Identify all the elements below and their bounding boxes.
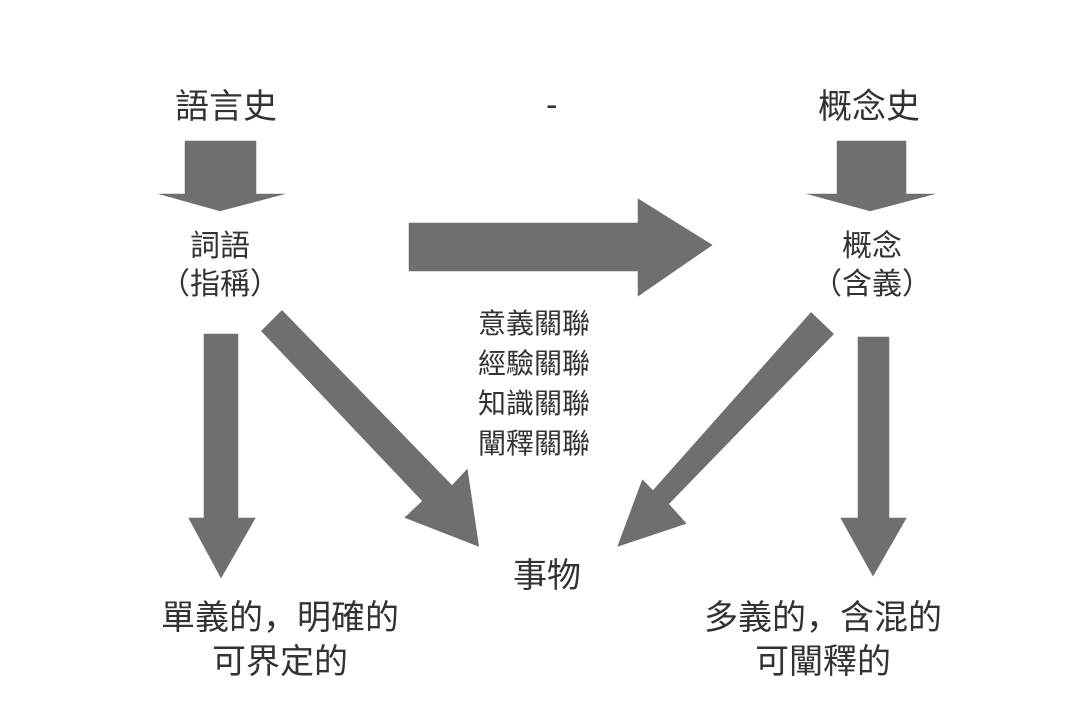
word-node-sublabel: （指稱） <box>160 266 280 302</box>
relation-item: 經驗關聯 <box>478 347 591 380</box>
relations-list: 意義關聯 經驗關聯 知識關聯 闡釋關聯 <box>478 304 590 464</box>
relation-item: 闡釋關聯 <box>478 427 591 460</box>
concept-history-title: 概念史 <box>818 87 920 127</box>
concept-node: 概念 （含義） <box>812 228 932 303</box>
polysemous-outcome: 多義的，含混的 可闡釋的 <box>693 596 953 684</box>
relation-item: 知識關聯 <box>478 387 591 420</box>
arrow-concept-history-to-concept <box>799 139 943 213</box>
arrow-word-to-univocal <box>185 332 259 582</box>
polysemous-outcome-line2: 可闡釋的 <box>755 642 891 682</box>
thing-node: 事物 <box>513 556 581 596</box>
arrow-concept-to-thing <box>614 309 837 550</box>
univocal-outcome: 單義的，明確的 可界定的 <box>150 596 410 684</box>
arrow-word-to-thing <box>258 307 481 550</box>
relation-item: 意義關聯 <box>478 307 591 340</box>
concept-node-label: 概念 <box>842 229 902 264</box>
arrow-word-to-concept <box>407 195 716 300</box>
word-node-label: 詞語 <box>190 229 250 264</box>
polysemous-outcome-line1: 多義的，含混的 <box>704 598 942 638</box>
top-center-dash: - <box>546 85 558 125</box>
univocal-outcome-line2: 可界定的 <box>212 642 348 682</box>
univocal-outcome-line1: 單義的，明確的 <box>161 598 399 638</box>
arrow-concept-to-polysemous <box>837 335 910 580</box>
word-node: 詞語 （指稱） <box>160 228 280 303</box>
concept-node-sublabel: （含義） <box>812 266 932 302</box>
arrow-language-history-to-word <box>151 139 293 213</box>
language-history-title: 語言史 <box>175 87 277 127</box>
